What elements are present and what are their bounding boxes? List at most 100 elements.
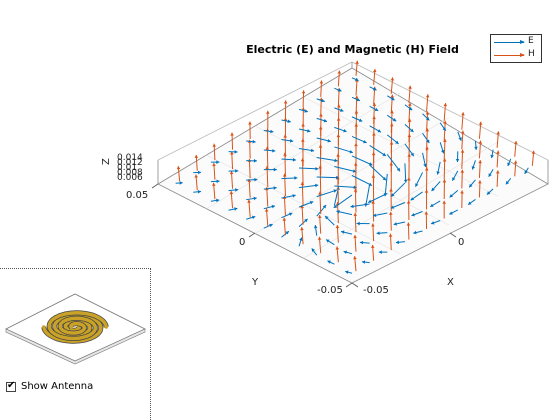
e-field-arrow (386, 114, 397, 122)
z-tick-label: 0.008 (117, 168, 143, 178)
e-field-arrow (386, 154, 401, 172)
e-field-arrow (228, 207, 238, 211)
e-field-arrow (364, 184, 371, 207)
e-field-arrow (524, 167, 529, 175)
e-field-arrow (411, 211, 423, 217)
e-field-arrow (334, 185, 357, 190)
e-field-arrow (263, 186, 277, 190)
e-field-arrow (193, 170, 202, 175)
legend[interactable]: E H (490, 34, 542, 63)
x-tick-label: -0.05 (363, 285, 389, 296)
h-field-arrow (212, 143, 217, 161)
h-field-arrow (495, 170, 500, 187)
e-field-arrow (439, 122, 447, 132)
e-field-arrow (313, 224, 318, 236)
e-field-arrow (263, 204, 276, 210)
e-field-arrow (228, 150, 238, 154)
e-field-arrow (316, 204, 327, 217)
e-field-arrow (316, 117, 328, 123)
e-field-arrow (246, 177, 258, 182)
h-field-arrow (230, 132, 234, 150)
e-field-arrow (422, 152, 427, 168)
e-field-arrow (505, 178, 512, 185)
antenna-substrate-edge (5, 328, 146, 365)
e-field-arrow (488, 169, 494, 178)
e-field-arrow (210, 198, 220, 203)
show-antenna-toggle[interactable]: ✔ Show Antenna (6, 380, 93, 392)
h-field-arrow (443, 103, 448, 121)
h-field-arrow (335, 224, 340, 243)
h-field-arrow (372, 68, 377, 85)
h-field-arrow (266, 110, 270, 129)
e-field-arrow (422, 133, 430, 144)
h-field-arrow (230, 151, 234, 170)
e-field-arrow (413, 230, 423, 235)
h-field-arrow (443, 120, 447, 141)
z-axis-label: Z (101, 158, 112, 165)
h-field-arrow (406, 200, 411, 221)
h-field-arrow (355, 60, 359, 76)
e-field-arrow (351, 96, 361, 102)
x-tick-label: 0 (458, 237, 465, 248)
h-field-arrow (425, 94, 430, 112)
e-field-arrow (468, 179, 476, 188)
e-field-arrow (474, 140, 478, 150)
z-tick-label: 0.01 (117, 163, 138, 173)
show-antenna-checkbox[interactable]: ✔ (6, 380, 16, 392)
e-field-arrow (298, 201, 314, 208)
e-field-arrow (334, 126, 347, 133)
e-field-arrow (490, 149, 494, 159)
e-field-arrow (351, 135, 367, 144)
e-field-arrow (351, 155, 373, 166)
e-field-arrow (210, 160, 220, 164)
e-field-arrow (429, 200, 441, 208)
e-field-arrow (403, 163, 408, 183)
e-field-arrow (281, 158, 296, 162)
h-field-arrow (460, 130, 465, 150)
h-field-arrow (283, 100, 288, 118)
e-field-arrow (299, 148, 315, 153)
y-tick-label: 0 (239, 237, 246, 248)
h-field-arrow (442, 200, 446, 219)
e-field-arrow (340, 230, 353, 235)
legend-item-h[interactable]: H (491, 49, 541, 61)
antenna-preview[interactable] (0, 277, 150, 387)
y-axis-label: Y (252, 277, 259, 288)
e-field-arrow (281, 139, 294, 143)
e-field-arrow (387, 95, 395, 101)
e-field-arrow (175, 181, 183, 185)
e-field-arrow (369, 86, 377, 91)
e-field-arrow (467, 199, 476, 206)
e-field-arrow (246, 215, 256, 220)
x-axis-label: X (447, 277, 454, 288)
h-field-arrow (248, 121, 252, 140)
h-field-arrow (496, 150, 500, 168)
h-field-arrow (388, 233, 393, 251)
e-field-arrow (351, 116, 363, 122)
legend-item-e[interactable]: E (491, 36, 541, 48)
h-field-arrow (229, 170, 234, 189)
h-field-arrow (513, 160, 518, 177)
h-field-arrow (335, 246, 340, 263)
e-field-arrow (449, 190, 459, 198)
z-tick-label: 0.006 (117, 173, 143, 183)
z-tick-label: 0.014 (117, 153, 143, 163)
h-field-arrow (389, 211, 393, 231)
h-field-arrow (496, 131, 501, 148)
h-field-arrow (531, 150, 536, 166)
e-field-arrow (263, 223, 273, 229)
h-field-arrow (300, 205, 304, 225)
h-field-arrow (353, 234, 357, 252)
e-field-arrow (431, 181, 441, 192)
e-field-arrow (311, 248, 318, 256)
h-field-arrow (282, 217, 287, 236)
e-field-arrow (451, 170, 459, 181)
h-field-arrow (194, 174, 198, 191)
e-field-arrow (457, 131, 462, 141)
e-field-arrow (436, 161, 441, 175)
e-field-arrow (246, 139, 256, 144)
h-field-arrow (337, 104, 341, 126)
e-field-arrow (316, 157, 338, 163)
legend-label-e: E (528, 36, 534, 46)
